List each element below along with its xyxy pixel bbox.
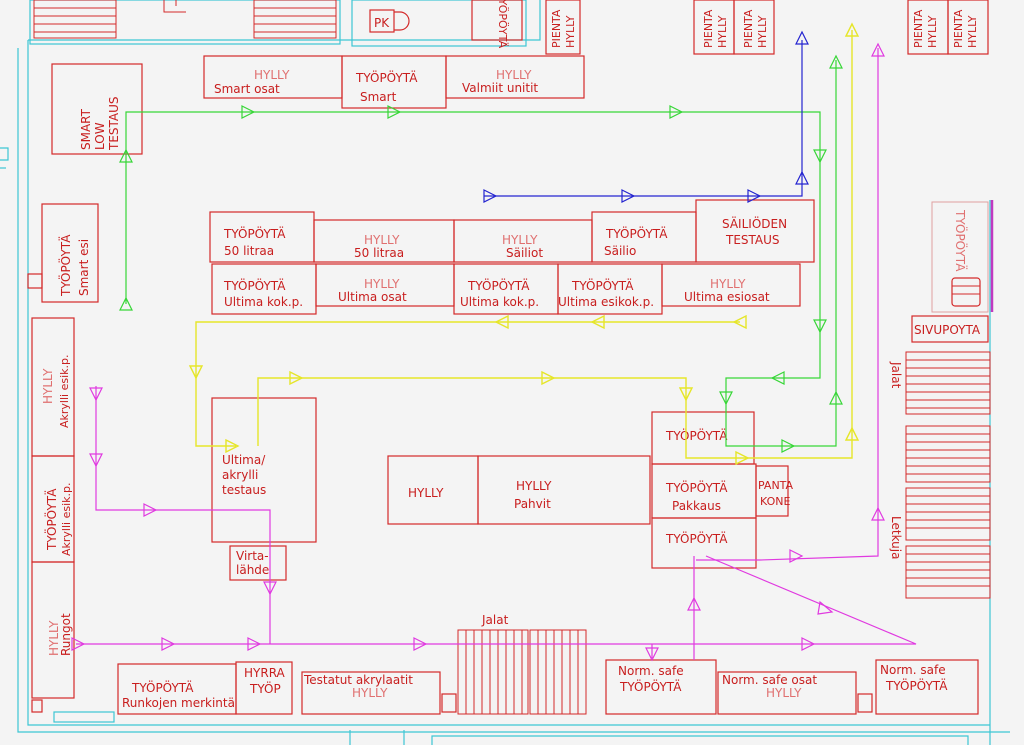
pienta-label-5: PIENTA (952, 9, 965, 48)
tyopoyta-right-1: TYÖPÖYTÄ (665, 427, 728, 443)
panta-line-1: PANTA (758, 479, 794, 492)
tyop-label: TYÖP (249, 680, 281, 696)
testaus-label: TESTAUS (725, 233, 780, 247)
akrylli-esik-2: Akrylli esik.p. (60, 483, 73, 557)
hylly-rungot: HYLLY (47, 620, 61, 656)
letkuja-label: Letkuja (889, 516, 903, 559)
jalat-right-label: Jalat (889, 361, 903, 389)
ultima-esikok-label: Ultima esikok.p. (558, 295, 654, 309)
flow-yellow (188, 22, 860, 466)
sailio-label: Säilio (604, 244, 636, 258)
flow-magenta (71, 42, 917, 662)
top-rack-left (33, 0, 117, 39)
akrylli-esik-1: Akrylli esik.p. (58, 355, 71, 429)
tyopoyta-sailio: TYÖPÖYTÄ (605, 225, 668, 241)
upper-stations: SMART LOW TESTAUS HYLLY Smart osat TYÖPÖ… (27, 55, 585, 303)
tyopoyta-top-label: TYÖPÖYTÄ (496, 0, 509, 49)
sivupoyta-label: SIVUPOYTA (914, 323, 981, 337)
ultima-akrylli-1: Ultima/ (222, 453, 266, 467)
center-stations: TYÖPÖYTÄ 50 litraa HYLLY 50 litraa HYLLY… (209, 199, 815, 581)
50-litraa-b: 50 litraa (354, 246, 404, 260)
ultima-kok-1: Ultima kok.p. (224, 295, 303, 309)
smart-osat-label: Smart osat (214, 82, 280, 96)
jalat-bottom-label: Jalat (481, 613, 509, 627)
flow-blue (483, 30, 809, 203)
ultima-esiosat-label: Ultima esiosat (684, 290, 770, 304)
smart-esi-label: Smart esi (77, 239, 91, 296)
pk-label: PK (374, 16, 390, 30)
valmiit-unitit-label: Valmiit unitit (462, 81, 538, 95)
tyopoyta-ultima-3: TYÖPÖYTÄ (571, 277, 634, 293)
ultima-akrylli-2: akrylli (222, 468, 258, 482)
pienta-label-1: PIENTA (550, 9, 563, 48)
smart-low-line-2: LOW (93, 122, 107, 150)
rungot-label: Rungot (59, 613, 73, 656)
pienta-label-3: PIENTA (742, 9, 755, 48)
left-column: HYLLY Akrylli esik.p. TYÖPÖYTÄ Akrylli e… (31, 317, 75, 713)
panta-line-2: KONE (760, 495, 790, 508)
testatut-label: Testatut akrylaatit (303, 673, 413, 687)
tyopoyta-side-label: TYÖPÖYTÄ (953, 209, 969, 272)
tyopoyta-smart-esi: TYÖPÖYTÄ (57, 234, 73, 297)
ultima-osat-label: Ultima osat (338, 290, 407, 304)
tyopoyta-akrylli: TYÖPÖYTÄ (43, 488, 59, 551)
tyopoyta-right-3: TYÖPÖYTÄ (665, 530, 728, 546)
flow-green (119, 54, 843, 453)
sailiot-label: Säiliot (506, 246, 543, 260)
hylly-pienta-4: HYLLY (926, 15, 939, 48)
norm-safe-2: Norm. safe (880, 663, 946, 677)
tyopoyta-ultima-1: TYÖPÖYTÄ (223, 277, 286, 293)
hylly-pienta-3: HYLLY (756, 15, 769, 48)
smart-low-line-3: TESTAUS (107, 96, 121, 151)
top-rack-mid (253, 0, 337, 39)
hylly-norm-safe: HYLLY (766, 686, 802, 700)
virta-line-2: lähde (236, 563, 269, 577)
norm-safe-osat: Norm. safe osat (722, 673, 817, 687)
right-column: TYÖPÖYTÄ SIVUPOYTA (889, 200, 994, 599)
sailioden-label: SÄILIÖDEN (722, 215, 787, 231)
runkojen-label: Runkojen merkintä (122, 696, 235, 710)
top-area: PK TYÖPÖYTÄ PIENTA HYLLY PIENTA HYLLY PI… (33, 0, 989, 55)
hylly-ultima-osat: HYLLY (364, 277, 400, 291)
hyrra-label: HYRRA (244, 666, 286, 680)
jalat-rack-right (905, 351, 991, 599)
tyopoyta-50l: TYÖPÖYTÄ (223, 225, 286, 241)
hylly-left-label: HYLLY (408, 486, 444, 500)
pk-unit: PK (369, 9, 410, 33)
hylly-valmiit: HYLLY (496, 68, 532, 82)
hylly-pienta-1: HYLLY (564, 15, 577, 48)
tyopoyta-norm-2: TYÖPÖYTÄ (885, 677, 948, 693)
pienta-label-2: PIENTA (702, 9, 715, 48)
smart-label: Smart (360, 90, 397, 104)
hylly-sailiot: HYLLY (502, 233, 538, 247)
hylly-50l: HYLLY (364, 233, 400, 247)
norm-safe-1: Norm. safe (618, 664, 684, 678)
tyopoyta-smart: TYÖPÖYTÄ (355, 69, 418, 85)
hylly-pienta-5: HYLLY (966, 15, 979, 48)
hylly-akrylli: HYLLY (41, 368, 55, 404)
hylly-pienta-2: HYLLY (716, 15, 729, 48)
hylly-ultima-esiosat: HYLLY (710, 277, 746, 291)
bottom-stations: TYÖPÖYTÄ Runkojen merkintä HYRRA TYÖP Te… (117, 613, 979, 715)
50-litraa-a: 50 litraa (224, 244, 274, 258)
tyopoyta-norm-1: TYÖPÖYTÄ (619, 678, 682, 694)
smart-low-line-1: SMART (79, 108, 93, 150)
pienta-label-4: PIENTA (912, 9, 925, 48)
virta-line-1: Virta- (236, 549, 269, 563)
hylly-pahvit: HYLLY (516, 479, 552, 493)
tyopoyta-pakkaus: TYÖPÖYTÄ (665, 479, 728, 495)
pakkaus-label: Pakkaus (672, 499, 721, 513)
ultima-kok-2: Ultima kok.p. (460, 295, 539, 309)
tyopoyta-runkojen: TYÖPÖYTÄ (131, 679, 194, 695)
jalat-rack-bottom (457, 629, 587, 715)
tyopoyta-ultima-2: TYÖPÖYTÄ (467, 277, 530, 293)
ultima-akrylli-3: testaus (222, 483, 266, 497)
hylly-testatut: HYLLY (352, 686, 388, 700)
pahvit-label: Pahvit (514, 497, 551, 511)
hylly-smart-osat: HYLLY (254, 68, 290, 82)
